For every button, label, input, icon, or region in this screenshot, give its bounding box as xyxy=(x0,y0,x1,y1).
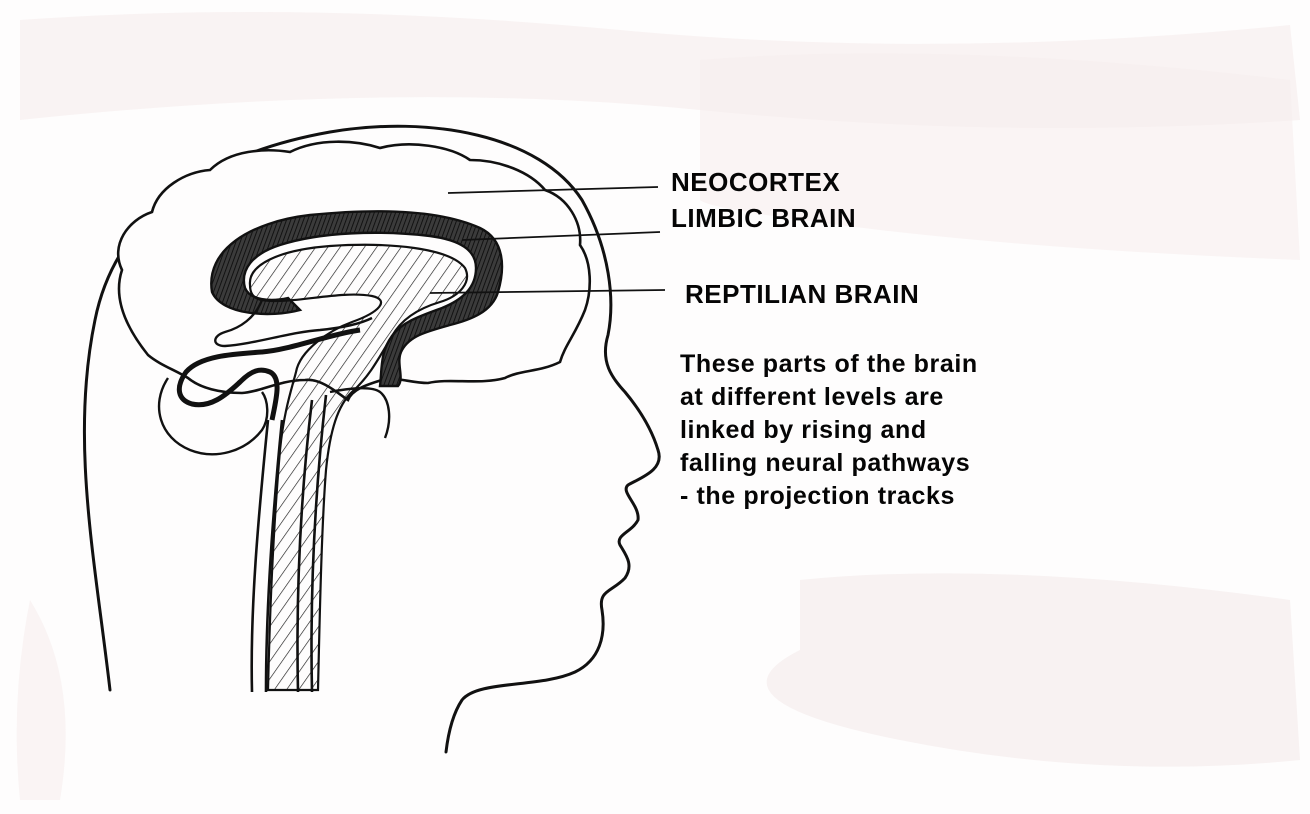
limbic-brain-label: LIMBIC BRAIN xyxy=(671,203,856,234)
neocortex-label: NEOCORTEX xyxy=(671,167,840,198)
caption-line: falling neural pathways xyxy=(680,447,978,480)
diagram-caption: These parts of the brain at different le… xyxy=(680,348,978,513)
reptilian-brain-label: REPTILIAN BRAIN xyxy=(685,279,919,310)
caption-line: These parts of the brain xyxy=(680,348,978,381)
caption-line: at different levels are xyxy=(680,381,978,414)
caption-line: - the projection tracks xyxy=(680,480,978,513)
caption-line: linked by rising and xyxy=(680,414,978,447)
